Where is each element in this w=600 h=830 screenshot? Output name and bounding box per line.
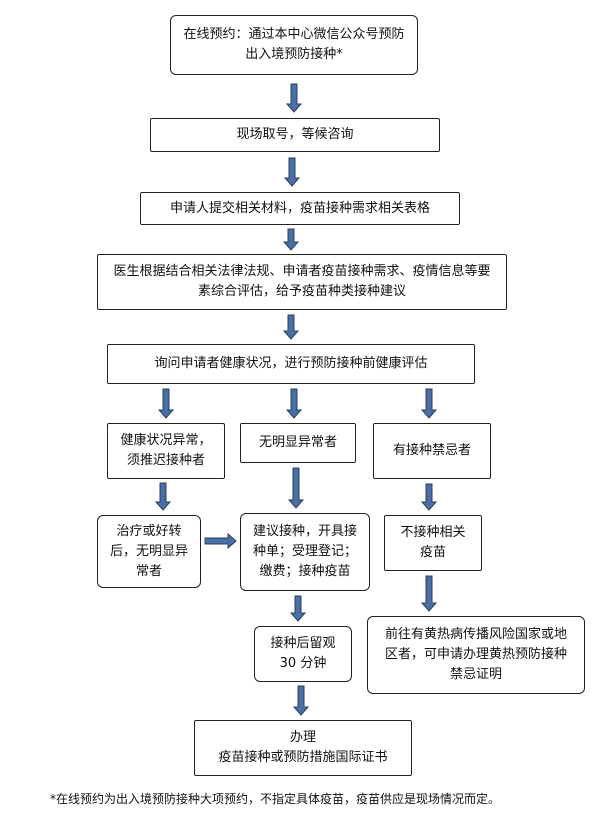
arrow-left-followup [154,482,172,511]
footnote: *在线预约为出入境预防接种大项预约，不指定具体疫苗，疫苗供应是现场情况而定。 [50,792,501,806]
no-vaccination-line2: 疫苗 [419,545,446,560]
no-abnormality-text: 无明显异常者 [258,435,337,450]
submit-materials-text: 申请人提交相关材料，疫苗接种需求相关表格 [169,200,430,216]
vaccination-line3: 缴费；接种疫苗 [259,564,351,579]
health-assessment-step: 询问申请者健康状况，进行预防接种前健康评估 [107,344,475,384]
no-vaccination-line1: 不接种相关 [400,525,466,540]
yellow-fever-line3: 禁忌证明 [449,667,502,682]
no-vaccination-box: 不接种相关 疫苗 [384,515,482,571]
abnormal-health-branch: 健康状况异常， 须推迟接种者 [107,423,225,479]
arrow-step5-right [420,388,438,419]
arrow-observe-final [292,685,310,716]
yellow-fever-line2: 区者，可申请办理黄热预防接种 [384,647,567,662]
abnormal-health-line1: 健康状况异常， [120,433,212,448]
observation-line1: 接种后留观 [270,636,336,651]
arrow-mid-observe [289,595,307,622]
arrow-step3-step4 [282,228,300,251]
take-number-step: 现场取号，等候咨询 [150,118,440,152]
yellow-fever-exemption-box: 前往有黄热病传播风险国家或地 区者，可申请办理黄热预防接种 禁忌证明 [367,616,585,694]
online-booking-line2: 出入境预防接种* [245,47,343,62]
arrow-step4-step5 [282,314,300,340]
doctor-evaluation-line2: 素综合评估，给予疫苗种类接种建议 [197,284,406,299]
arrow-right-followup [420,483,438,511]
arrow-step1-step2 [285,83,303,113]
treated-recovered-box: 治疗或好转 后，无明显异 常者 [97,515,201,588]
certificate-line1: 办理 [289,730,316,745]
take-number-text: 现场取号，等候咨询 [236,127,354,142]
doctor-evaluation-line1: 医生根据结合相关法律法规、申请者疫苗接种需求、疫情信息等要 [113,264,491,279]
vaccination-line2: 种单；受理登记； [252,544,357,559]
treated-line1: 治疗或好转 [116,523,182,539]
contraindication-text: 有接种禁忌者 [392,443,471,458]
abnormal-health-line2: 须推迟接种者 [126,453,205,468]
arrow-step5-left [157,388,175,419]
arrow-mid-followup [287,467,305,509]
arrow-step2-step3 [283,157,301,187]
treated-line3: 常者 [135,563,162,579]
arrow-step5-mid [285,388,303,419]
arrow-left-to-mid [204,532,237,550]
arrow-right-yellowfever [420,575,438,612]
doctor-evaluation-step: 医生根据结合相关法律法规、申请者疫苗接种需求、疫情信息等要 素综合评估，给予疫苗… [97,254,507,310]
vaccination-box: 建议接种，开具接 种单；受理登记； 缴费；接种疫苗 [240,513,370,591]
international-certificate-box: 办理 疫苗接种或预防措施国际证书 [194,720,412,776]
submit-materials-step: 申请人提交相关材料，疫苗接种需求相关表格 [140,192,460,225]
contraindication-branch: 有接种禁忌者 [373,423,491,479]
observation-line2: 30 分钟 [279,656,327,671]
observation-box: 接种后留观 30 分钟 [254,626,352,682]
no-abnormality-branch: 无明显异常者 [240,423,356,463]
online-booking-step: 在线预约：通过本中心微信公众号预防 出入境预防接种* [170,15,418,75]
treated-line2: 后，无明显异 [109,543,188,559]
health-assessment-text: 询问申请者健康状况，进行预防接种前健康评估 [154,356,428,371]
yellow-fever-line1: 前往有黄热病传播风险国家或地 [384,627,567,642]
online-booking-line1: 在线预约：通过本中心微信公众号预防 [183,27,405,42]
vaccination-line1: 建议接种，开具接 [252,524,357,539]
certificate-line2: 疫苗接种或预防措施国际证书 [218,750,388,765]
